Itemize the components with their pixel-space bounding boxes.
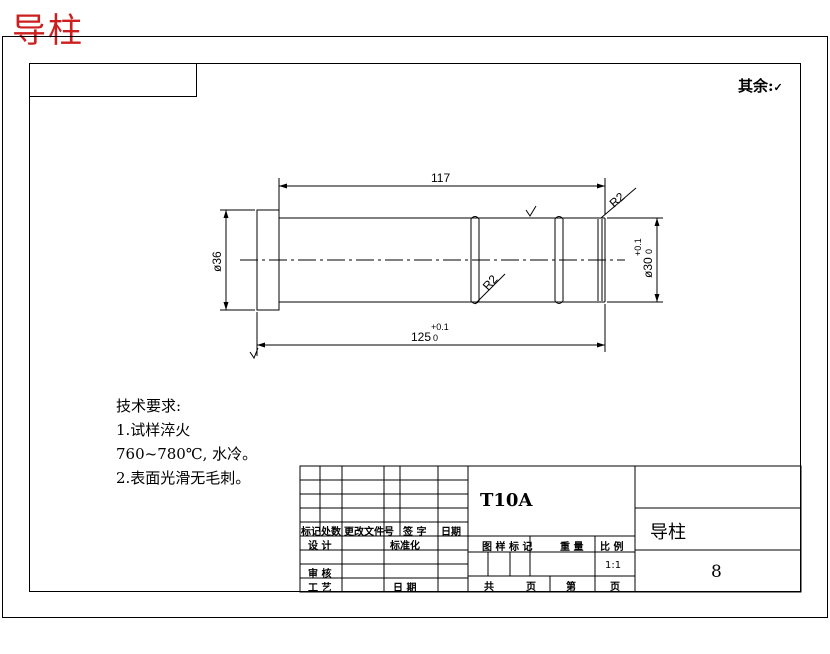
dim-text-d36: ø36 — [210, 251, 224, 272]
tb-sheet-no-label: 第 — [566, 582, 576, 593]
roughness-check-icon: ✓ — [773, 81, 783, 94]
tb-stage-mark-label: 图 样 标 记 — [482, 542, 533, 553]
tb-review-label: 审 核 — [308, 569, 332, 580]
dim-text-125-tol-upper: +0.1 — [431, 322, 449, 332]
tb-part-name: 导柱 — [650, 522, 686, 543]
tb-drawing-number: 8 — [711, 562, 722, 582]
dim-text-d30-tol-upper: +0.1 — [633, 238, 643, 256]
tech-notes-heading: 技术要求: — [116, 397, 182, 415]
tb-mark-header: 标记 — [301, 527, 321, 538]
roughness-icon-bottom — [249, 347, 259, 360]
code-box — [29, 63, 197, 97]
dim-text-r2-bottom: R2 — [480, 272, 501, 293]
tb-weight-label: 重 量 — [560, 542, 584, 553]
tb-sheet-unit-1: 页 — [526, 582, 536, 593]
title-block — [299, 465, 802, 593]
tb-sign-header: 签 字 — [403, 527, 427, 538]
tb-design-label: 设 计 — [308, 541, 332, 552]
dim-text-d30-tol-lower: 0 — [644, 249, 654, 254]
tb-sheet-unit-2: 页 — [610, 582, 620, 593]
dim-text-125-tol-lower: 0 — [433, 333, 438, 343]
dim-text-117: 117 — [431, 171, 450, 185]
tb-date-label: 日 期 — [393, 583, 417, 594]
tb-count-header: 处数 — [321, 527, 341, 538]
outer-frame — [2, 36, 828, 618]
tb-scale-value: 1:1 — [605, 560, 622, 571]
page-title: 导柱 — [12, 11, 84, 51]
roughness-icon — [525, 205, 537, 217]
tech-note-line: 1.试样淬火 — [116, 421, 191, 439]
rest-roughness-note: 其余:✓ — [738, 75, 783, 96]
tb-scale-label: 比 例 — [600, 542, 624, 553]
tb-date-header: 日期 — [441, 527, 461, 538]
tb-material: T10A — [480, 490, 533, 511]
tech-note-line: 2.表面光滑无毛刺。 — [116, 469, 251, 487]
r2-bottom-leader — [474, 273, 506, 305]
technical-requirements: 技术要求: 1.试样淬火 760~780℃, 水冷。 2.表面光滑无毛刺。 — [116, 394, 257, 490]
tb-standardize-label: 标准化 — [390, 541, 420, 552]
r2-top-leader — [600, 187, 637, 219]
rest-roughness-label: 其余: — [738, 77, 774, 95]
dim-text-r2-top: R2 — [607, 189, 628, 210]
tech-note-line: 760~780℃, 水冷。 — [116, 445, 258, 463]
dim-text-d30: ø30 — [641, 257, 655, 278]
tb-change-doc-header: 更改文件号 — [344, 527, 394, 538]
dim-text-125: 125 — [411, 330, 431, 344]
tb-process-label: 工 艺 — [308, 583, 332, 594]
tb-total-sheets-label: 共 — [484, 582, 494, 593]
